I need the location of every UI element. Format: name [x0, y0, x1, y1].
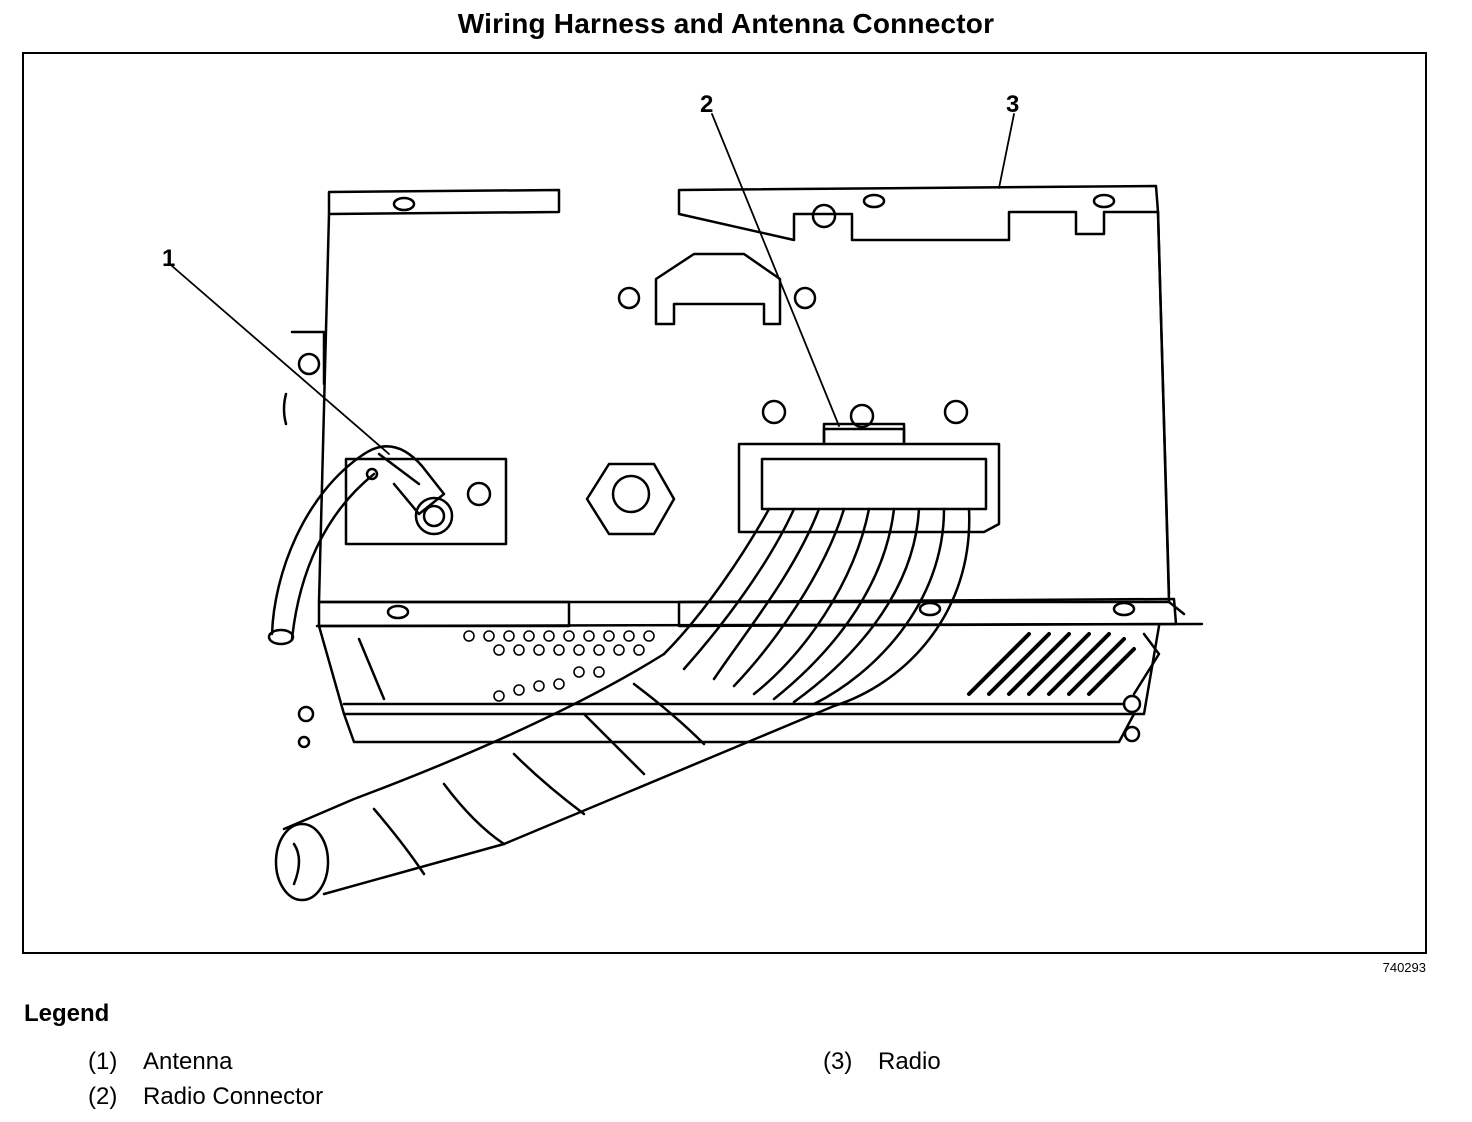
center-plug: [654, 252, 782, 326]
legend-item-radio: (3) Radio: [823, 1048, 941, 1076]
legend-item-antenna: (1) Antenna: [88, 1048, 232, 1076]
antenna-cable: [267, 445, 446, 646]
radio-illustration: 1 2 3: [162, 91, 1204, 902]
legend-heading: Legend: [24, 1000, 110, 1027]
legend-item-number: (2): [88, 1083, 118, 1110]
ground-stud: [585, 462, 676, 536]
vent-hatching: [967, 632, 1136, 696]
diagram-frame: 1 2 3: [22, 52, 1427, 954]
legend-item-label: Radio Connector: [143, 1083, 324, 1110]
callout-leader-3: [998, 113, 1015, 189]
page-title: Wiring Harness and Antenna Connector: [457, 8, 995, 39]
callout-number-2: 2: [700, 91, 713, 118]
callout-number-3: 3: [1006, 91, 1019, 118]
radio-bottom-flange: [315, 597, 1204, 744]
radio-top-flange: [327, 184, 1160, 242]
legend-item-radio-connector: (2) Radio Connector: [88, 1083, 323, 1111]
pin-rows: [463, 630, 655, 702]
legend-item-number: (3): [823, 1048, 853, 1075]
callout-number-1: 1: [162, 245, 175, 272]
legend-item-label: Antenna: [143, 1048, 233, 1075]
wiring-harness: [274, 507, 971, 902]
legend-item-number: (1): [88, 1048, 118, 1075]
callout-leader-2: [711, 113, 840, 427]
legend-item-label: Radio: [878, 1048, 941, 1075]
figure-id: 740293: [1382, 960, 1426, 975]
callout-leader-1: [171, 265, 390, 455]
radio-connector-body: [737, 422, 1001, 534]
